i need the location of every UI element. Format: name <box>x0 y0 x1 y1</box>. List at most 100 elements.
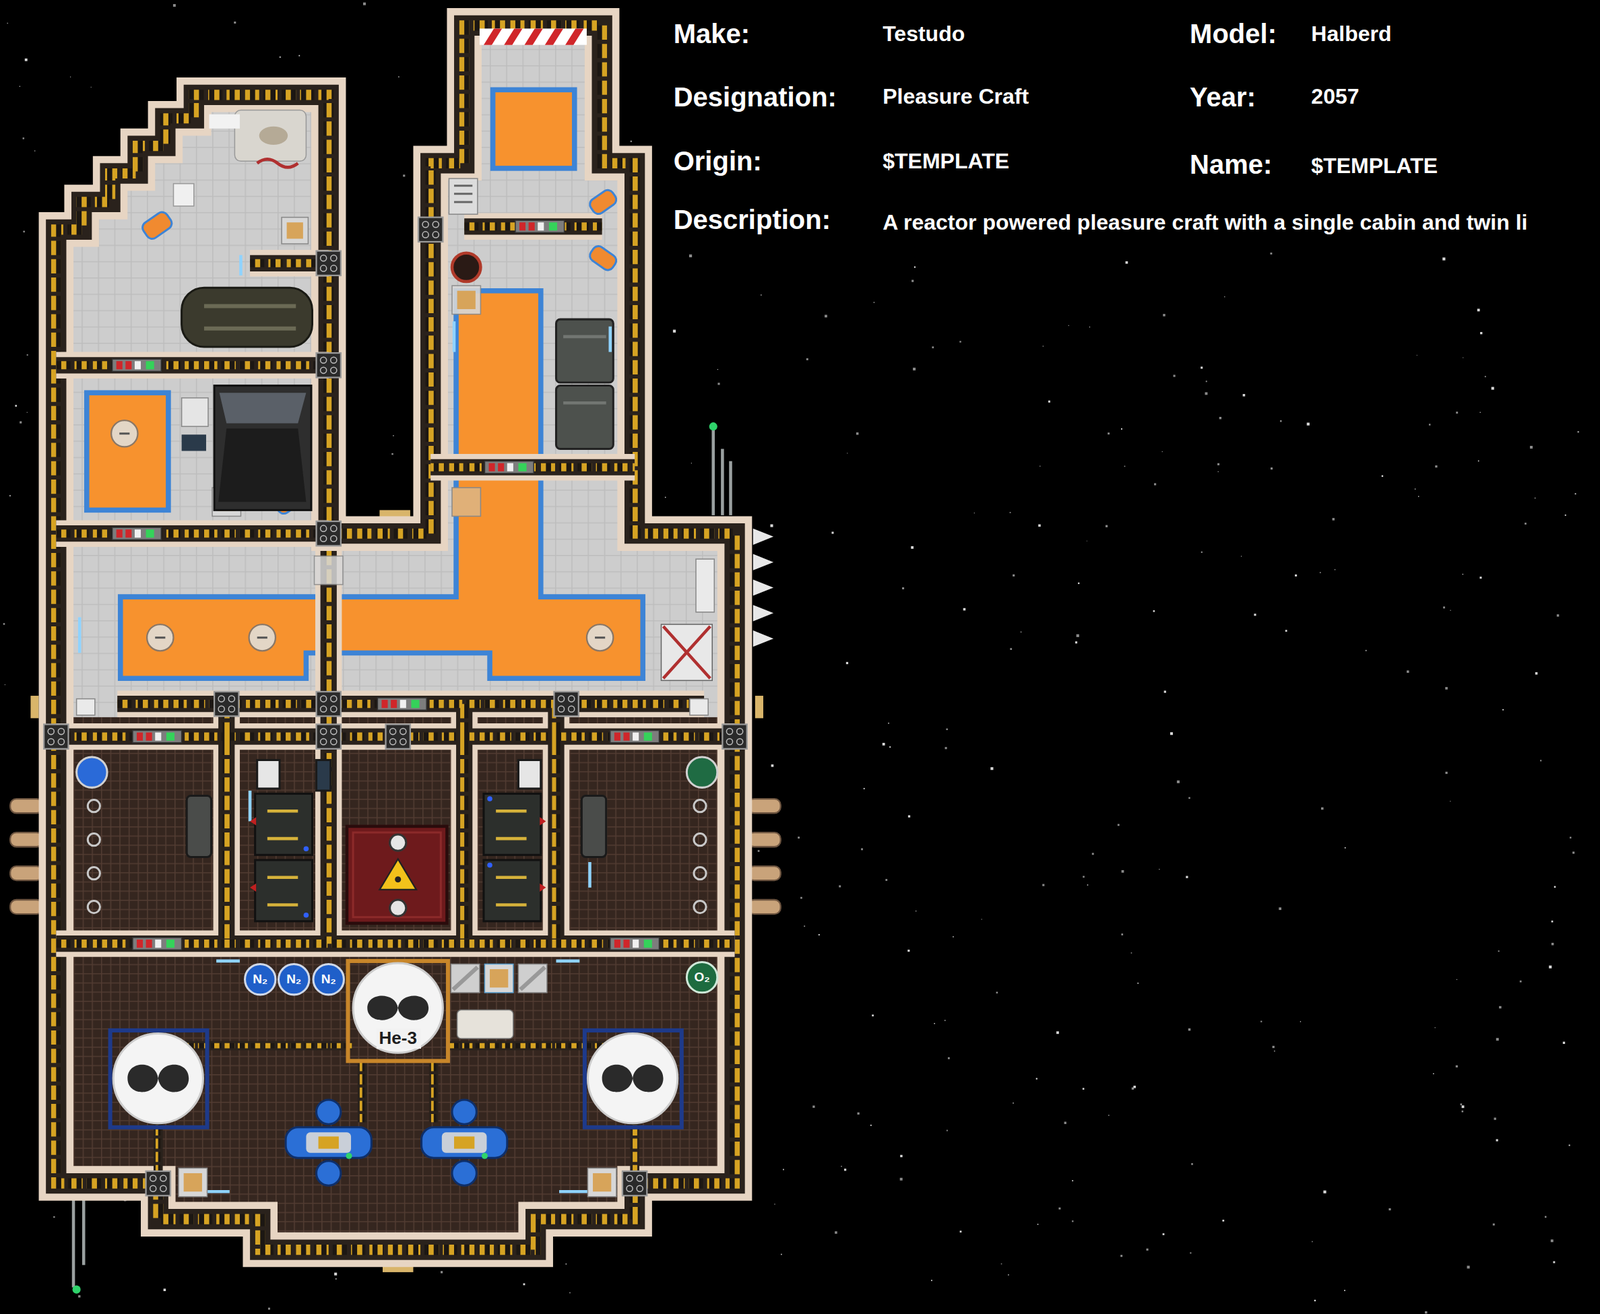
star-field-part <box>335 1278 337 1280</box>
corridor-junction-part-part <box>160 1185 167 1192</box>
star-field-part <box>1117 823 1120 826</box>
lighting-strip-part <box>608 326 612 353</box>
star-field-part <box>1548 966 1552 969</box>
armor-spike-part <box>753 528 774 546</box>
cabin-furniture-part <box>259 126 288 145</box>
door-part-part <box>519 222 526 231</box>
door-part-part <box>136 732 143 742</box>
star-field-part <box>717 382 720 385</box>
corridor-junction-part-part <box>626 1185 633 1192</box>
star-field-part <box>26 354 29 356</box>
corridor-junction-part-part <box>228 695 235 702</box>
label-holder: A reactor powered pleasure craft with a … <box>882 210 1529 236</box>
star-field-part <box>856 432 859 436</box>
star-field-part <box>1038 524 1041 527</box>
star-field-part <box>757 850 760 853</box>
field-key: Origin: <box>673 145 764 177</box>
main-thruster <box>285 1100 508 1186</box>
star-field-part <box>1562 1042 1565 1045</box>
antenna-part <box>720 448 725 515</box>
star-field-part <box>1218 471 1219 473</box>
inner-corridor-part <box>158 1046 635 1184</box>
corridor-junction-part-part <box>146 1171 171 1196</box>
star-field-part <box>834 1231 838 1235</box>
cabin-furniture-part <box>281 217 308 244</box>
corridor-junction-part-part <box>568 695 575 702</box>
star-field-part <box>1494 1117 1497 1120</box>
storage-crate-part <box>457 1010 514 1039</box>
star-field-part <box>959 340 961 343</box>
cargo-container-part <box>555 319 614 383</box>
corridor-junction-part <box>386 724 411 749</box>
door-part-part <box>518 463 527 472</box>
storage-crate-part <box>520 967 545 990</box>
corridor-junction-part-part <box>57 728 64 735</box>
star-field-part <box>1085 540 1088 542</box>
docking-port-part-part <box>524 28 543 45</box>
corridor-junction-part <box>43 724 69 749</box>
star-field-part <box>1280 420 1283 423</box>
star-field-part <box>1205 392 1208 395</box>
star-field-part <box>1219 417 1222 420</box>
star-field-part <box>1048 400 1051 403</box>
docking-port-part <box>479 28 587 45</box>
star-field-part <box>1170 732 1173 735</box>
side-thruster-mount-part <box>87 867 100 880</box>
battery-part-part <box>539 817 546 826</box>
main-thruster-part-part <box>316 1161 341 1186</box>
star-field-part <box>1108 1114 1109 1116</box>
star-field-part <box>873 301 875 303</box>
star-field-part <box>6 22 9 25</box>
corridor-junction-part-part <box>737 728 744 735</box>
main-thruster-part <box>285 1100 508 1186</box>
reactor-part <box>346 826 447 924</box>
main-thruster-part <box>481 1153 488 1160</box>
star-field-part <box>163 1288 167 1292</box>
star-field-part <box>782 1169 785 1171</box>
field-key: Year: <box>1189 81 1257 113</box>
lighting-strip-part <box>588 862 592 888</box>
door-part-part <box>497 463 504 472</box>
star-field-part <box>844 1168 847 1171</box>
star-field-part <box>1461 1110 1464 1113</box>
star-field-part <box>1445 687 1448 690</box>
battery-part-part <box>303 846 310 852</box>
door-part-part <box>112 359 162 372</box>
docking-port-part-part <box>503 28 523 45</box>
corridor-junction-part-part <box>390 739 397 746</box>
star-field-part <box>1242 394 1246 397</box>
star-field-part <box>3 623 6 626</box>
main-thruster-part-part <box>285 1127 372 1159</box>
star-field-part <box>1056 1031 1060 1035</box>
star-field-part <box>1071 1180 1074 1182</box>
star-field-part <box>871 1014 874 1017</box>
door-part-part <box>112 527 162 540</box>
docking-port-part-part <box>483 28 502 45</box>
star-field-part <box>1009 512 1012 514</box>
label-holder: N₂ <box>252 972 269 987</box>
door-part-part <box>484 461 534 474</box>
star-field-part <box>1089 326 1091 328</box>
lighting-strip-part <box>78 617 82 653</box>
corridor-junction-part-part <box>622 1171 647 1196</box>
corridor-junction-part <box>553 691 579 717</box>
storage-crate-part <box>314 556 343 585</box>
orange-floor-part-part <box>257 636 268 639</box>
star-field-part <box>1036 1078 1038 1080</box>
star-field-part <box>78 1295 81 1298</box>
star-field-part <box>900 1178 903 1181</box>
storage-crate-part <box>178 1168 207 1197</box>
star-field-part <box>1162 451 1163 453</box>
star-field-part <box>1068 325 1070 327</box>
battery-part-part <box>539 883 546 892</box>
corridor-junction-part-part <box>432 221 439 228</box>
main-thruster-part <box>345 1153 352 1160</box>
corridor-junction-part-part <box>150 1175 157 1182</box>
star-field-part <box>1314 1300 1316 1302</box>
star-field-part <box>1270 467 1273 470</box>
corridor-junction-part-part <box>553 691 579 717</box>
antenna-part <box>82 1199 86 1266</box>
inner-corridor-part <box>158 1046 635 1184</box>
star-field-part <box>1272 1046 1275 1049</box>
